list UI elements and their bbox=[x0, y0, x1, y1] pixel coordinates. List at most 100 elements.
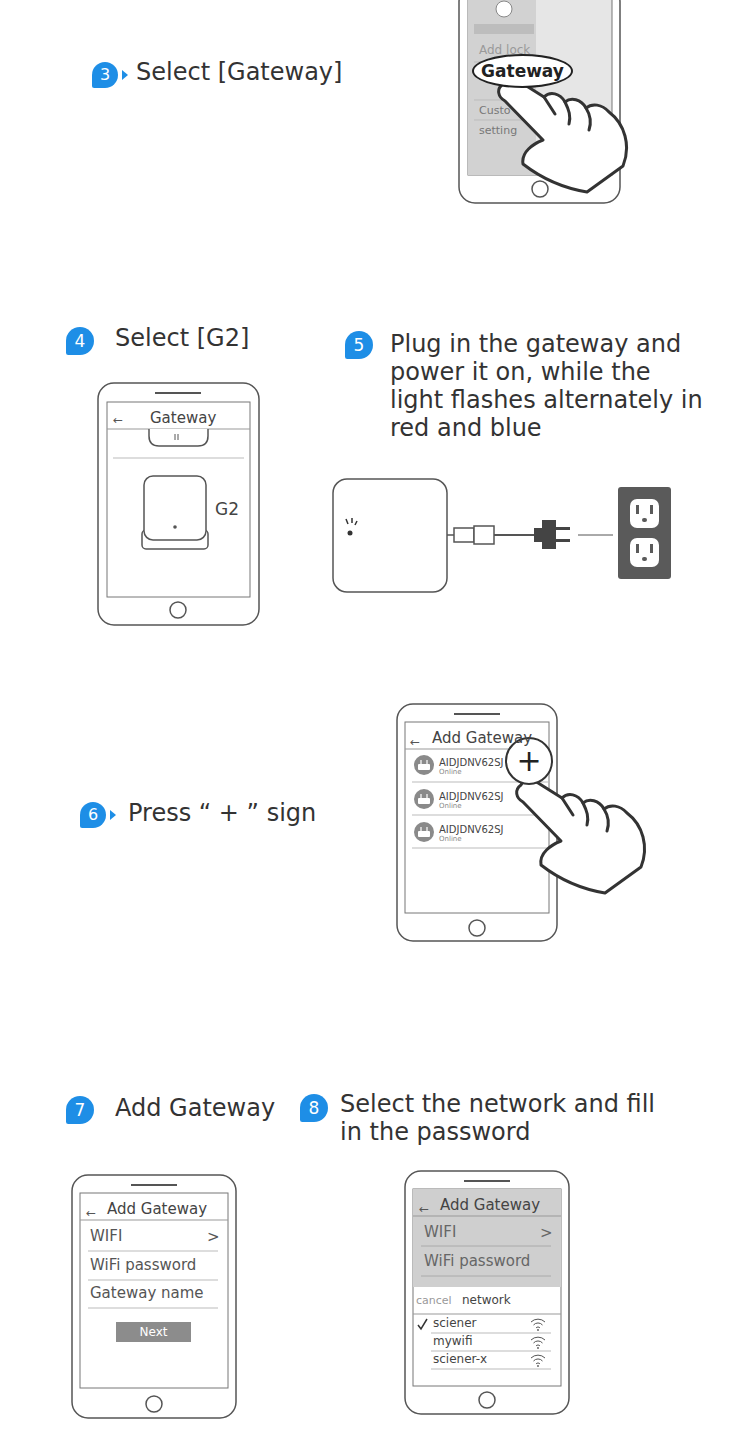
divider bbox=[80, 1220, 228, 1221]
divider bbox=[413, 1216, 561, 1217]
back-arrow: ← bbox=[419, 1202, 429, 1216]
step-instruction: Select [G2] bbox=[115, 324, 249, 353]
phone-screen bbox=[413, 1189, 561, 1386]
network-item: sciener-x bbox=[433, 1352, 487, 1366]
speaker bbox=[454, 713, 500, 715]
step-arrow bbox=[110, 810, 116, 820]
divider bbox=[413, 1314, 561, 1315]
illustration bbox=[650, 505, 653, 514]
form-field: Gateway name bbox=[90, 1284, 204, 1302]
phone-screen bbox=[107, 402, 250, 597]
chevron: > bbox=[207, 1228, 220, 1246]
usb-plug bbox=[454, 528, 474, 542]
step-number: 8 bbox=[300, 1094, 328, 1122]
home-button bbox=[146, 1396, 162, 1412]
illustration bbox=[414, 822, 434, 842]
phone-body bbox=[98, 383, 259, 625]
divider bbox=[88, 1280, 218, 1281]
device-id: AIDJDNV62SJ bbox=[439, 791, 503, 803]
phone-body bbox=[405, 1171, 569, 1414]
menu-bar bbox=[474, 24, 534, 34]
home-button bbox=[170, 602, 186, 618]
divider bbox=[412, 848, 549, 849]
avatar bbox=[496, 1, 512, 17]
phone-screen bbox=[80, 1193, 228, 1388]
device-name: G2 bbox=[215, 499, 239, 519]
illustration bbox=[517, 779, 645, 893]
screen-title: Add Gateway bbox=[107, 1200, 207, 1218]
divider bbox=[88, 1251, 218, 1252]
node-text: 8 bbox=[309, 1100, 320, 1117]
phone-body bbox=[72, 1175, 236, 1418]
step-number: 4 bbox=[66, 327, 94, 355]
step-arrow bbox=[122, 70, 128, 80]
cancel-link: cancel bbox=[416, 1294, 452, 1307]
cable bbox=[494, 534, 534, 536]
plug-prong bbox=[556, 539, 570, 542]
node-text: Gateway bbox=[481, 63, 564, 80]
home-button bbox=[469, 920, 485, 936]
highlight-oval: Gateway bbox=[472, 54, 573, 88]
divider bbox=[431, 1369, 551, 1370]
network-item: sciener bbox=[433, 1316, 477, 1330]
sheet-title: network bbox=[462, 1293, 511, 1307]
node-text: Next bbox=[140, 1326, 168, 1338]
home-button bbox=[479, 1392, 495, 1408]
step-instruction: Select [Gateway] bbox=[136, 58, 342, 87]
phone-body bbox=[397, 704, 557, 941]
device-thumb bbox=[175, 434, 178, 440]
screen-title: Add Gateway bbox=[440, 1196, 540, 1214]
form-field: WIFI bbox=[424, 1223, 456, 1241]
node-text: 5 bbox=[354, 337, 365, 354]
back-arrow: ← bbox=[86, 1206, 96, 1220]
menu-item: setting bbox=[479, 124, 517, 137]
device-id: AIDJDNV62SJ bbox=[439, 757, 503, 769]
node-text: + bbox=[516, 746, 541, 776]
illustration bbox=[531, 1355, 545, 1367]
illustration bbox=[650, 544, 653, 553]
guide-line bbox=[578, 535, 613, 536]
illustration bbox=[636, 505, 639, 514]
dim-overlay bbox=[413, 1189, 561, 1287]
form-field: WIFI bbox=[90, 1227, 122, 1245]
gateway-device bbox=[333, 479, 447, 592]
speaker bbox=[464, 1180, 510, 1182]
socket bbox=[630, 538, 659, 567]
divider bbox=[421, 1246, 551, 1247]
led-flash bbox=[346, 518, 357, 525]
illustration bbox=[531, 1337, 545, 1349]
form-field: WiFi password bbox=[90, 1256, 196, 1274]
speaker bbox=[155, 392, 201, 394]
menu-item: Add lock bbox=[479, 43, 530, 57]
step-instruction: Press “ + ” sign bbox=[128, 799, 316, 828]
divider bbox=[88, 1308, 218, 1309]
phone-screen bbox=[405, 722, 549, 913]
cable bbox=[447, 534, 454, 536]
node-text: 3 bbox=[100, 67, 110, 83]
led bbox=[173, 525, 177, 529]
led bbox=[348, 531, 353, 536]
back-arrow: ← bbox=[410, 735, 420, 749]
illustration bbox=[642, 518, 647, 522]
device-status: Online bbox=[439, 802, 462, 810]
device-thumb bbox=[149, 429, 208, 446]
back-arrow: ← bbox=[113, 413, 123, 427]
wall-outlet bbox=[618, 487, 671, 579]
illustration bbox=[531, 1319, 545, 1331]
illustration bbox=[642, 557, 647, 561]
divider bbox=[431, 1351, 551, 1352]
step-number: 5 bbox=[345, 331, 373, 359]
step-instruction: Select the network and fill in the passw… bbox=[340, 1090, 680, 1146]
screen-title: Gateway bbox=[150, 409, 216, 427]
plug-prong bbox=[556, 527, 570, 530]
illustration bbox=[414, 755, 434, 775]
usb-plug bbox=[474, 526, 494, 544]
menu-item: Custo bbox=[479, 104, 510, 117]
check-mark bbox=[418, 1319, 427, 1329]
next-button: Next bbox=[116, 1322, 191, 1342]
illustration bbox=[499, 78, 627, 192]
illustration bbox=[636, 544, 639, 553]
divider bbox=[421, 1276, 551, 1277]
divider bbox=[431, 1333, 551, 1334]
step-instruction: Plug in the gateway and power it on, whi… bbox=[390, 330, 710, 442]
